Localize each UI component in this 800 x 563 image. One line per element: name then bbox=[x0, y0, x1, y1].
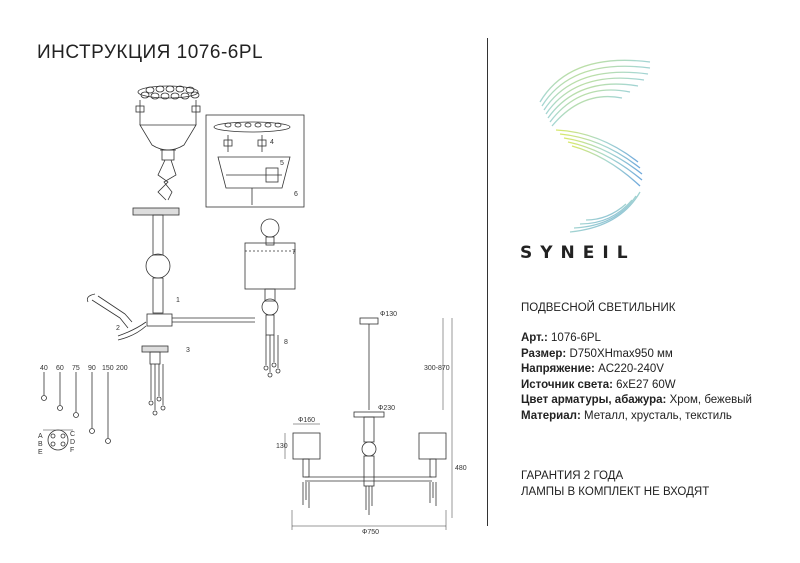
canopy-crystals-top bbox=[137, 85, 200, 100]
bead-length-label: 75 bbox=[72, 365, 80, 372]
warranty-line: ГАРАНТИЯ 2 ГОДА bbox=[521, 470, 624, 482]
dimension-labels: Ф130 300-870 Ф230 Ф160 130 480 Ф750 bbox=[276, 311, 467, 536]
dim-shade-diameter: Ф160 bbox=[298, 417, 315, 424]
warranty-block: ГАРАНТИЯ 2 ГОДА ЛАМПЫ В КОМПЛЕКТ НЕ ВХОД… bbox=[521, 468, 709, 500]
bead-letter: F bbox=[70, 447, 74, 454]
step-number: 8 bbox=[284, 339, 288, 346]
spec-value: AC220-240V bbox=[598, 363, 664, 375]
bead-letter: A bbox=[38, 433, 43, 440]
spec-label: Размер: bbox=[521, 347, 567, 360]
vertical-divider bbox=[487, 38, 488, 526]
spec-row-voltage: Напряжение: AC220-240V bbox=[521, 362, 761, 378]
bead-letter: D bbox=[70, 439, 75, 446]
dimension-drawing bbox=[284, 317, 453, 530]
hanging-crystals-right bbox=[263, 335, 281, 378]
spec-label: Арт.: bbox=[521, 332, 548, 344]
step-numbers: 1 2 3 4 5 6 7 8 bbox=[116, 139, 298, 354]
bead-length-labels: 40 60 75 90 150 200 A B C D E F bbox=[38, 365, 128, 456]
assembly-diagram: 1 2 3 4 5 6 7 8 40 60 75 90 150 200 A B … bbox=[38, 85, 467, 536]
bead-length-label: 150 bbox=[102, 365, 114, 372]
brand-logo-icon bbox=[539, 59, 651, 233]
spec-label: Источник света: bbox=[521, 378, 613, 391]
dim-rod-height: 300-870 bbox=[424, 365, 450, 372]
spec-row-size: Размер: D750XHmax950 мм bbox=[521, 347, 761, 363]
brand-name: SYNEIL bbox=[520, 243, 636, 263]
bead-letter: C bbox=[70, 431, 75, 438]
dim-overall-width: Ф750 bbox=[362, 529, 379, 536]
page-title: ИНСТРУКЦИЯ 1076-6PL bbox=[37, 42, 264, 63]
spec-value: 6хE27 60W bbox=[616, 378, 676, 391]
bead-length-label: 40 bbox=[40, 365, 48, 372]
bead-letter: B bbox=[38, 441, 43, 448]
bead-length-label: 90 bbox=[88, 365, 96, 372]
step-number: 5 bbox=[280, 160, 284, 167]
step-number: 1 bbox=[176, 297, 180, 304]
step-number: 2 bbox=[116, 325, 120, 332]
step-number: 3 bbox=[186, 347, 190, 354]
step-number: 4 bbox=[270, 139, 274, 146]
spec-value: 1076-6PL bbox=[551, 332, 601, 344]
hanging-crystals-left bbox=[148, 364, 166, 416]
product-type: ПОДВЕСНОЙ СВЕТИЛЬНИК bbox=[521, 302, 676, 314]
dim-arm-plate: Ф230 bbox=[378, 405, 395, 412]
spec-value: Хром, бежевый bbox=[669, 394, 752, 406]
spec-row-color: Цвет арматуры, абажура: Хром, бежевый bbox=[521, 393, 761, 409]
dim-overall-height: 480 bbox=[455, 465, 467, 472]
spec-value: Металл, хрусталь, текстиль bbox=[583, 409, 732, 422]
spec-list: Арт.: 1076-6PL Размер: D750XHmax950 мм Н… bbox=[521, 331, 761, 424]
spec-label: Напряжение: bbox=[521, 363, 595, 375]
dim-shade-height: 130 bbox=[276, 443, 288, 450]
spec-value: D750XHmax950 мм bbox=[569, 347, 673, 360]
dim-top-width: Ф130 bbox=[380, 311, 397, 318]
spec-label: Цвет арматуры, абажура: bbox=[521, 394, 667, 406]
bulbs-note: ЛАМПЫ В КОМПЛЕКТ НЕ ВХОДЯТ bbox=[521, 486, 710, 498]
step-number: 7 bbox=[292, 249, 296, 256]
step-number: 6 bbox=[294, 191, 298, 198]
spec-label: Материал: bbox=[521, 409, 581, 422]
bead-letter: E bbox=[38, 449, 43, 456]
bead-length-label: 200 bbox=[116, 365, 128, 372]
spec-row-material: Материал: Металл, хрусталь, текстиль bbox=[521, 409, 761, 425]
spec-row-article: Арт.: 1076-6PL bbox=[521, 331, 761, 347]
bead-length-chart bbox=[41, 372, 111, 451]
bead-length-label: 60 bbox=[56, 365, 64, 372]
spec-row-light-source: Источник света: 6хE27 60W bbox=[521, 378, 761, 394]
